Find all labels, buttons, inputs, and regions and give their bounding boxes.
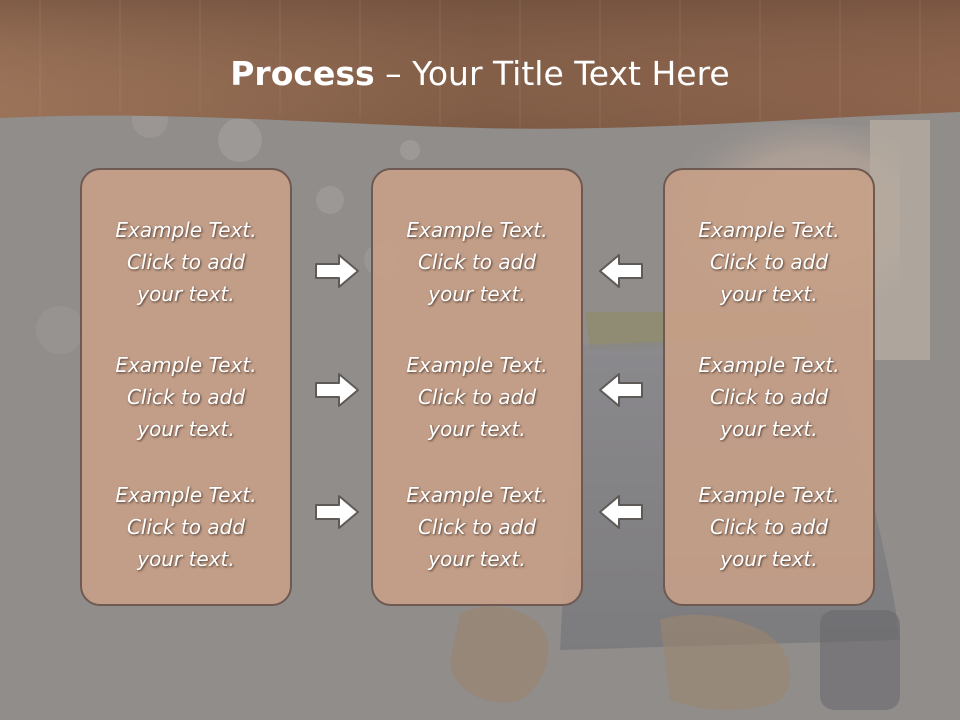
text-line: Click to add (709, 515, 829, 539)
text-block[interactable]: Example Text. Click to add your text. (665, 479, 873, 575)
text-line: Click to add (417, 515, 537, 539)
text-line: Example Text. (698, 483, 840, 507)
text-line: your text. (720, 417, 818, 441)
text-block[interactable]: Example Text. Click to add your text. (665, 214, 873, 310)
arrow-left-icon[interactable] (598, 494, 644, 530)
text-line: Click to add (126, 385, 246, 409)
text-line: Example Text. (115, 353, 257, 377)
text-line: Click to add (417, 250, 537, 274)
text-line: Click to add (417, 385, 537, 409)
arrow-right-icon[interactable] (314, 253, 360, 289)
process-box-left[interactable]: Example Text. Click to add your text. Ex… (80, 168, 292, 606)
text-block[interactable]: Example Text. Click to add your text. (373, 349, 581, 445)
text-line: your text. (428, 417, 526, 441)
text-block[interactable]: Example Text. Click to add your text. (82, 479, 290, 575)
text-line: Example Text. (698, 218, 840, 242)
text-block[interactable]: Example Text. Click to add your text. (82, 214, 290, 310)
text-line: Example Text. (406, 483, 548, 507)
arrow-right-icon[interactable] (314, 372, 360, 408)
arrow-left-icon[interactable] (598, 372, 644, 408)
text-block[interactable]: Example Text. Click to add your text. (665, 349, 873, 445)
text-line: your text. (428, 282, 526, 306)
title-rest: – Your Title Text Here (374, 54, 730, 93)
text-line: Click to add (709, 385, 829, 409)
text-line: your text. (720, 547, 818, 571)
text-line: Example Text. (115, 483, 257, 507)
slide-title[interactable]: Process – Your Title Text Here (0, 52, 960, 96)
text-block[interactable]: Example Text. Click to add your text. (373, 214, 581, 310)
arrow-right-icon[interactable] (314, 494, 360, 530)
text-line: Example Text. (406, 218, 548, 242)
text-line: your text. (720, 282, 818, 306)
arrow-left-icon[interactable] (598, 253, 644, 289)
text-block[interactable]: Example Text. Click to add your text. (82, 349, 290, 445)
title-bold: Process (230, 54, 375, 93)
text-line: Click to add (126, 515, 246, 539)
process-box-center[interactable]: Example Text. Click to add your text. Ex… (371, 168, 583, 606)
text-block[interactable]: Example Text. Click to add your text. (373, 479, 581, 575)
text-line: your text. (137, 547, 235, 571)
text-line: your text. (428, 547, 526, 571)
text-line: your text. (137, 417, 235, 441)
text-line: Example Text. (406, 353, 548, 377)
text-line: Click to add (126, 250, 246, 274)
process-box-right[interactable]: Example Text. Click to add your text. Ex… (663, 168, 875, 606)
text-line: Example Text. (698, 353, 840, 377)
text-line: Example Text. (115, 218, 257, 242)
text-line: Click to add (709, 250, 829, 274)
text-line: your text. (137, 282, 235, 306)
